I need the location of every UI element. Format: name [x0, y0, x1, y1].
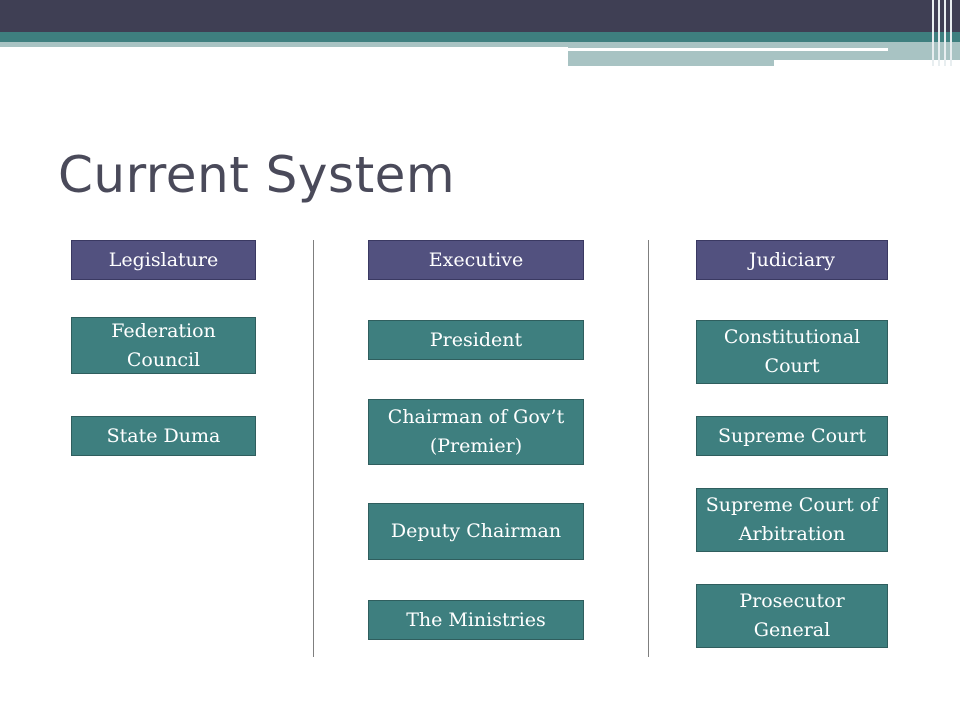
- legislature-header-label: Legislature: [108, 248, 219, 271]
- legislature-header-box: Legislature: [71, 240, 256, 280]
- federation-council-label: Federation Council: [111, 319, 216, 371]
- ministries-label: The Ministries: [406, 608, 546, 631]
- column-divider: [313, 240, 314, 657]
- constitutional-court-label: Constitutional Court: [723, 326, 861, 377]
- judiciary-header-box: Judiciary: [696, 240, 888, 280]
- judiciary-header-label: Judiciary: [749, 248, 835, 271]
- prosecutor-general-label: Prosecutor General: [739, 590, 845, 641]
- header-band-teal: [0, 32, 960, 42]
- president-box: President: [368, 320, 584, 360]
- state-duma-label: State Duma: [106, 424, 221, 447]
- header-band-dark: [0, 0, 960, 32]
- supreme-court-arbitration-box: Supreme Court of Arbitration: [696, 488, 888, 552]
- deputy-chairman-label: Deputy Chairman: [390, 520, 562, 542]
- constitutional-court-box: Constitutional Court: [696, 320, 888, 384]
- header-band-light: [0, 42, 568, 47]
- supreme-court-arbitration-label: Supreme Court of Arbitration: [705, 494, 879, 545]
- page-title: Current System: [58, 146, 456, 204]
- ministries-box: The Ministries: [368, 600, 584, 640]
- president-label: President: [429, 328, 523, 351]
- federation-council-box: Federation Council: [71, 317, 256, 374]
- supreme-court-label: Supreme Court: [718, 424, 866, 447]
- state-duma-box: State Duma: [71, 416, 256, 456]
- header-band-white-line-lower: [774, 60, 960, 66]
- executive-header-label: Executive: [428, 248, 524, 271]
- chairman-box: Chairman of Gov’t (Premier): [368, 399, 584, 465]
- deputy-chairman-box: Deputy Chairman: [368, 503, 584, 560]
- chairman-label: Chairman of Gov’t (Premier): [387, 406, 565, 457]
- supreme-court-box: Supreme Court: [696, 416, 888, 456]
- column-divider: [648, 240, 649, 657]
- prosecutor-general-box: Prosecutor General: [696, 584, 888, 648]
- header-stripes: [928, 0, 960, 66]
- executive-header-box: Executive: [368, 240, 584, 280]
- header-band-white-line: [568, 48, 888, 51]
